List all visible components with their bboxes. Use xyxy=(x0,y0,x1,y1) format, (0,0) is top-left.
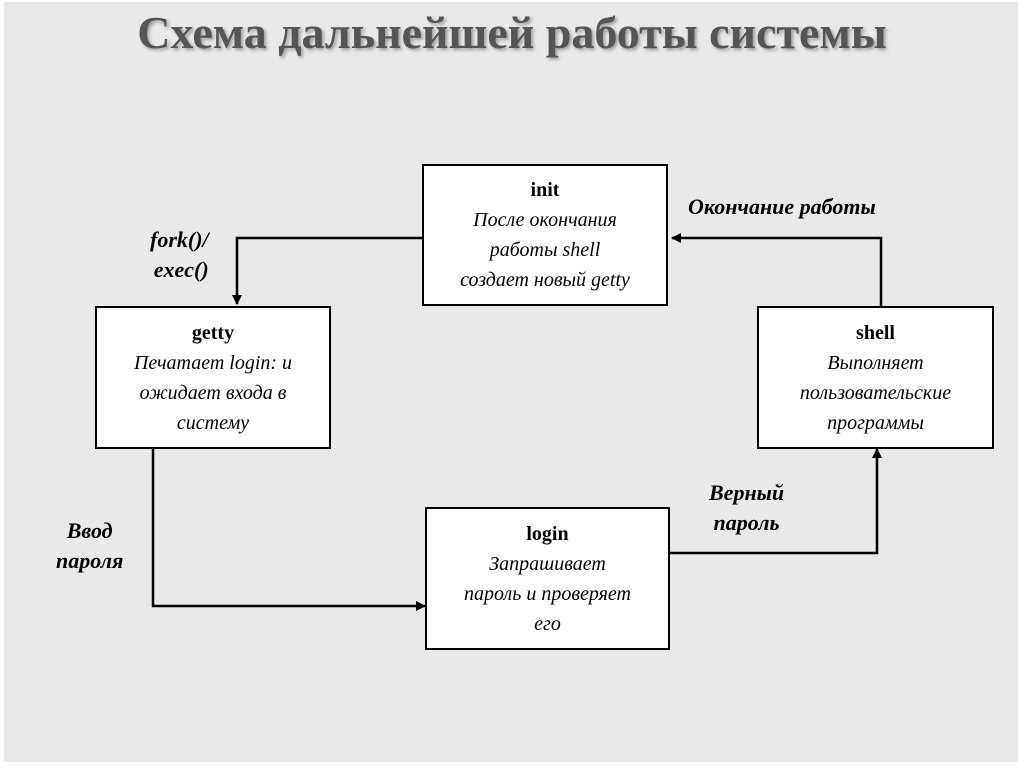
edge-label-password-input: Ввод пароля xyxy=(56,516,123,576)
node-login-name: login xyxy=(526,522,569,545)
edge-label-work-end-line1: Окончание работы xyxy=(688,194,876,219)
node-getty-desc-3: систему xyxy=(176,411,250,434)
node-login-desc-2: пароль и проверяет xyxy=(464,582,631,605)
edge-getty-to-login xyxy=(151,449,426,611)
node-init-desc-1: После окончания xyxy=(473,209,617,231)
edge-label-correct-password-line1: Верный xyxy=(709,480,785,505)
edge-label-password-input-line2: пароля xyxy=(56,548,124,573)
node-init-desc-3: создает новый getty xyxy=(460,269,630,291)
node-shell-desc-3: программы xyxy=(827,411,924,434)
edge-shell-to-init xyxy=(671,233,883,306)
node-init-desc-2: работы shell xyxy=(489,239,601,261)
node-login: login Запрашивает пароль и проверяет его xyxy=(425,507,670,650)
edge-label-fork-exec-line2: exec() xyxy=(153,257,209,282)
edge-label-correct-password-line2: пароль xyxy=(713,510,780,535)
node-getty: getty Печатает login: и ожидает входа в … xyxy=(95,306,331,449)
node-shell: shell Выполняет пользовательские програм… xyxy=(757,306,994,449)
node-getty-desc-2: ожидает входа в xyxy=(139,381,287,404)
node-init-name: init xyxy=(530,179,560,201)
node-getty-desc-1: Печатает login: и xyxy=(133,351,293,374)
edge-login-to-shell xyxy=(670,448,882,555)
node-login-desc-1: Запрашивает xyxy=(489,552,606,575)
edge-label-fork-exec: fork()/ exec() xyxy=(150,225,209,285)
edge-label-password-input-line1: Ввод xyxy=(66,518,113,543)
node-shell-name: shell xyxy=(856,321,895,344)
node-init: init После окончания работы shell создае… xyxy=(422,164,668,306)
edge-label-fork-exec-line1: fork()/ xyxy=(150,227,209,252)
page-title: Схема дальнейшей работы системы xyxy=(137,7,887,58)
edge-init-to-getty xyxy=(232,236,422,305)
node-getty-name: getty xyxy=(191,321,235,344)
edge-label-work-end: Окончание работы xyxy=(688,192,876,222)
node-login-desc-3: его xyxy=(534,612,561,635)
node-shell-desc-1: Выполняет xyxy=(827,351,924,374)
node-shell-desc-2: пользовательские xyxy=(799,381,952,404)
edge-label-correct-password: Верный пароль xyxy=(709,478,784,538)
